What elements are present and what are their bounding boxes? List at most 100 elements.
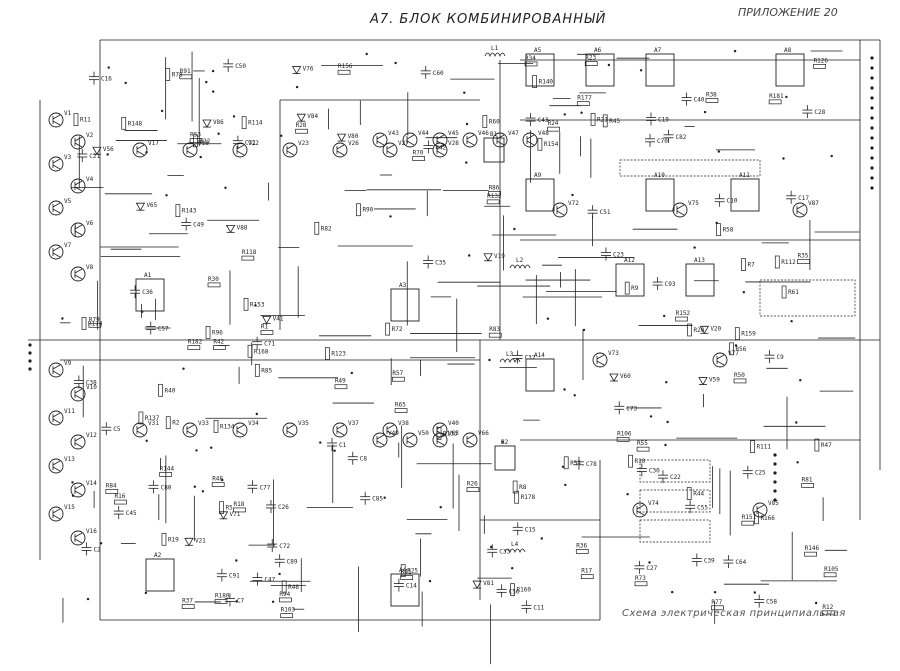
transistor-label: V85	[768, 500, 779, 507]
transistor-label: V1	[64, 110, 72, 117]
appendix-label: ПРИЛОЖЕНИЕ 20	[738, 6, 838, 19]
optocoupler-box	[639, 489, 711, 513]
diode-label: V60	[620, 373, 631, 380]
transistor-symbol	[592, 352, 608, 368]
transistor-emitter	[386, 430, 395, 436]
transistor-label: V14	[86, 480, 97, 487]
diode-symbol	[92, 146, 102, 156]
resistor-symbol	[801, 483, 814, 488]
resistor-symbol	[247, 344, 253, 358]
transistor-symbol	[48, 112, 64, 128]
transistor-collector	[74, 436, 83, 442]
transistor-symbol	[432, 432, 448, 448]
transistor-emitter	[236, 430, 245, 436]
junction-dot	[734, 344, 738, 347]
diode-label: V20	[710, 325, 721, 332]
diode-symbol	[291, 66, 302, 75]
resistor-label: R61	[788, 289, 799, 296]
ic-label: А13	[694, 257, 705, 264]
resistor-label: R118	[242, 249, 257, 256]
junction-dot	[703, 110, 707, 114]
capacitor-label: C72	[279, 543, 290, 550]
resistor-symbol	[165, 416, 171, 430]
resistor-symbol	[192, 134, 198, 148]
junction-dot	[271, 600, 275, 603]
ic-chip	[525, 358, 555, 392]
resistor-label: R140	[539, 79, 554, 86]
transistor-symbol	[332, 422, 348, 438]
transistor-collector	[186, 144, 195, 150]
junction-dot	[280, 134, 283, 137]
resistor-label: R152	[676, 310, 691, 317]
junction-dot	[742, 291, 745, 294]
junction-dot	[165, 194, 168, 197]
resistor-symbol	[161, 532, 167, 546]
junction-dot	[463, 91, 466, 94]
transistor-symbol	[792, 202, 808, 218]
resistor-label: R133	[443, 430, 458, 437]
capacitor-label: C45	[126, 510, 137, 517]
transistor-emitter	[636, 510, 645, 516]
transistor-collector	[74, 268, 83, 274]
transistor-symbol	[372, 432, 388, 448]
resistor-label: R55	[637, 440, 648, 447]
capacitor-label: C43	[538, 117, 549, 124]
transistor-label: V34	[248, 420, 259, 427]
junction-dot	[665, 381, 668, 384]
resistor-label: R114	[248, 120, 263, 127]
resistor-symbol	[241, 116, 247, 130]
junction-dot	[671, 590, 674, 594]
resistor-label: R48	[212, 476, 223, 483]
junction-dot	[235, 600, 238, 603]
resistor-symbol	[356, 203, 361, 217]
transistor-collector	[596, 354, 605, 360]
transistor-emitter	[74, 230, 83, 236]
resistor-label: R21	[597, 116, 608, 123]
resistor-label: R38	[706, 91, 717, 98]
transistor-label: V2	[86, 132, 94, 139]
transistor-emitter	[496, 140, 505, 146]
resistor-symbol	[436, 427, 442, 440]
resistor-symbol	[584, 61, 598, 66]
transistor-label: V12	[86, 432, 97, 439]
resistor-symbol	[260, 330, 274, 335]
resistor-label: R126	[814, 57, 829, 64]
transistor-collector	[52, 508, 61, 514]
transistor-symbol	[552, 202, 568, 218]
transistor-label: V13	[64, 456, 75, 463]
transistor-symbol	[132, 142, 148, 158]
junction-dot	[365, 52, 368, 56]
ic-label: А2	[154, 552, 162, 559]
junction-dot	[86, 597, 90, 601]
resistor-label: R28	[296, 122, 307, 129]
terminal-dot	[773, 480, 777, 484]
terminal-dot	[870, 116, 874, 120]
resistor-label: R85	[261, 367, 272, 374]
diode-label: V19	[494, 253, 505, 260]
resistor-symbol	[334, 384, 348, 390]
junction-dot	[563, 388, 566, 391]
capacitor-label: C77	[260, 484, 271, 491]
capacitor-label: C30	[649, 468, 660, 475]
diode-symbol	[472, 580, 482, 589]
transistor-label: V11	[64, 408, 75, 415]
diode-symbol	[184, 537, 194, 547]
resistor-symbol	[314, 221, 320, 235]
terminal-dot	[870, 176, 874, 180]
transistor-label: V63	[448, 430, 459, 437]
resistor-symbol	[741, 258, 746, 272]
optocoupler-box	[639, 519, 711, 543]
resistor-label: R34	[525, 55, 536, 62]
junction-dot	[639, 69, 643, 72]
ic-label: А11	[739, 172, 750, 179]
resistor-label: R56	[736, 346, 747, 353]
transistor-emitter	[596, 360, 605, 366]
resistor-label: R19	[168, 536, 179, 543]
transistor-label: V74	[648, 500, 659, 507]
transistor-emitter	[286, 150, 295, 156]
optocoupler-box	[639, 459, 711, 483]
capacitor-label: C32	[525, 354, 536, 361]
schematic-caption: Схема электрическая принципиальная	[622, 608, 846, 619]
terminal-dot	[870, 106, 874, 110]
transistor-symbol	[332, 142, 348, 158]
